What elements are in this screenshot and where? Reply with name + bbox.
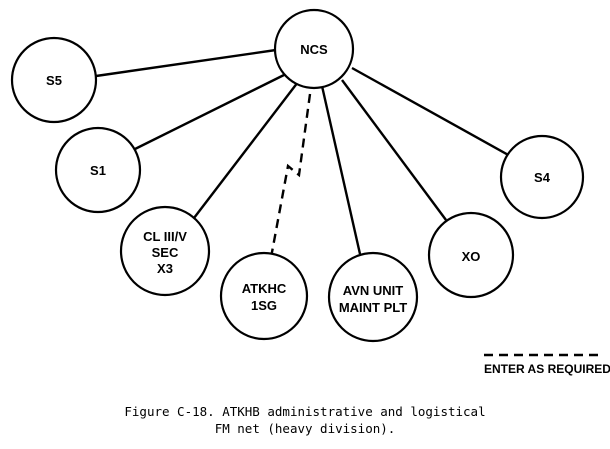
node-s4: S4	[499, 134, 585, 220]
node-s1-label-1: S1	[90, 163, 106, 178]
node-cl-iii-v-sec-x3: CL III/V SEC X3	[119, 205, 211, 297]
link-ncs-avn-unit-maint-plt	[320, 85, 362, 255]
link-ncs-atkhc-1sg-dashed	[268, 93, 312, 264]
node-xo-label-1: XO	[462, 249, 481, 264]
figure-caption: Figure C-18. ATKHB administrative and lo…	[0, 403, 610, 437]
node-ncs-label-1: NCS	[300, 42, 328, 57]
node-cl-iii-v-sec-x3-label-1: CL III/V	[143, 229, 187, 244]
node-s4-label-1: S4	[534, 170, 551, 185]
node-atkhc-1sg: ATKHC 1SG	[219, 251, 309, 341]
node-cl-iii-v-sec-x3-label-2: SEC	[152, 245, 179, 260]
legend: ENTER AS REQUIRED	[484, 353, 610, 376]
link-ncs-s4	[351, 66, 513, 159]
figure-caption-line-1: Figure C-18. ATKHB administrative and lo…	[124, 404, 486, 419]
node-cl-iii-v-sec-x3-label-3: X3	[157, 261, 173, 276]
link-ncs-cl-iii-v-sec-x3	[193, 81, 299, 219]
node-s5: S5	[10, 36, 98, 124]
node-s5-label-1: S5	[46, 73, 62, 88]
legend-dashed-label: ENTER AS REQUIRED	[484, 362, 610, 376]
node-avn-unit-maint-plt-label-1: AVN UNIT	[343, 283, 403, 298]
link-ncs-s5	[95, 48, 277, 78]
link-ncs-xo	[341, 79, 447, 221]
node-atkhc-1sg-label-1: ATKHC	[242, 281, 287, 296]
node-avn-unit-maint-plt: AVN UNIT MAINT PLT	[327, 251, 419, 343]
node-s1: S1	[54, 126, 142, 214]
node-ncs: NCS	[273, 8, 355, 90]
node-xo: XO	[427, 211, 515, 299]
node-avn-unit-maint-plt-label-2: MAINT PLT	[339, 300, 407, 315]
link-ncs-s1	[134, 71, 289, 151]
figure-caption-line-2: FM net (heavy division).	[214, 421, 396, 436]
node-atkhc-1sg-label-2: 1SG	[251, 298, 277, 313]
